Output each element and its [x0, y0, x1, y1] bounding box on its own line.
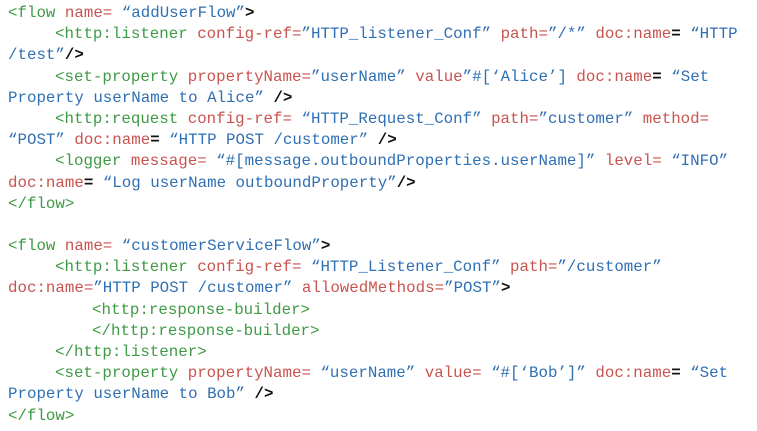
code-line: <http:listener config-ref= “HTTP_Listene… — [8, 257, 738, 278]
attribute-name: path= — [500, 25, 548, 44]
xml-tag: <http:response-builder> — [92, 300, 311, 319]
xml-tag: </http:listener> — [55, 343, 207, 361]
xml-tag: <logger — [55, 152, 131, 171]
code-line: </flow> — [8, 194, 738, 215]
attribute-value: /test” — [8, 46, 65, 65]
xml-tag: </flow> — [8, 194, 75, 213]
attribute-name: name= — [64, 237, 122, 256]
punctuation: = — [671, 364, 691, 383]
attribute-name: method= — [642, 109, 710, 128]
attribute-value: “addUserFlow” — [121, 4, 246, 22]
attribute-name: doc:name — [595, 364, 672, 383]
attribute-value: Property userName to Bob” — [8, 385, 255, 404]
punctuation: > — [500, 279, 511, 298]
punctuation: = — [150, 131, 170, 150]
code-line: <flow name= “customerServiceFlow”> — [8, 236, 738, 257]
attribute-value: Property userName to Alice” — [8, 88, 274, 107]
attribute-value: “Log userName outboundProperty” — [102, 173, 397, 192]
attribute-name: doc:name — [74, 131, 151, 150]
attribute-value: “HTTP_Listener_Conf” — [310, 258, 511, 277]
code-line: Property userName to Bob” /> — [8, 384, 738, 405]
attribute-value: “HTTP POST /customer” — [169, 131, 378, 150]
attribute-value: “customerServiceFlow” — [121, 237, 321, 256]
attribute-name: doc:name= — [8, 279, 94, 298]
attribute-value: “POST” — [8, 131, 75, 150]
code-line: doc:name=”HTTP POST /customer” allowedMe… — [8, 278, 738, 299]
attribute-name: doc:name — [576, 67, 653, 86]
attribute-name: allowedMethods= — [301, 279, 445, 298]
punctuation: > — [245, 4, 255, 22]
xml-tag: <http:request — [55, 109, 188, 128]
attribute-value: “HTTP — [690, 25, 738, 44]
code-line: Property userName to Alice” /> — [8, 88, 738, 109]
attribute-value: ”customer” — [538, 109, 643, 128]
xml-tag: <set-property — [55, 364, 188, 383]
punctuation: = — [652, 67, 672, 86]
attribute-value: “#[‘Bob’]” — [491, 364, 596, 383]
attribute-name: propertyName= — [187, 364, 321, 383]
attribute-value: “INFO” — [671, 152, 729, 171]
attribute-value: “HTTP_Request_Conf” — [301, 109, 492, 128]
code-line: <flow name= “addUserFlow”> — [8, 3, 738, 24]
code-line: </flow> — [8, 406, 738, 427]
xml-tag: <http:listener — [55, 25, 198, 44]
attribute-name: value — [415, 67, 463, 86]
punctuation: > — [320, 237, 331, 256]
attribute-name: config-ref= — [197, 25, 302, 44]
punctuation: /> — [273, 88, 293, 107]
attribute-value: ”#[‘Alice’] — [462, 67, 577, 86]
xml-tag: <set-property — [55, 67, 188, 86]
code-line: doc:name= “Log userName outboundProperty… — [8, 173, 738, 194]
attribute-name: level= — [604, 152, 672, 171]
punctuation: /> — [377, 131, 397, 150]
attribute-name: config-ref= — [187, 109, 302, 128]
attribute-name: path= — [491, 109, 539, 128]
punctuation: = — [671, 25, 691, 44]
punctuation: /> — [64, 46, 84, 65]
code-line — [8, 215, 738, 236]
punctuation: = — [83, 173, 103, 192]
punctuation: /> — [396, 173, 416, 192]
punctuation: /> — [254, 385, 274, 404]
attribute-value: “#[message.outboundProperties.userName]” — [216, 152, 605, 171]
xml-tag: <http:listener — [55, 258, 198, 277]
attribute-name: doc:name — [8, 173, 84, 192]
xml-tag: <flow — [8, 237, 65, 256]
attribute-value: ”HTTP_listener_Conf” — [301, 25, 501, 44]
attribute-name: config-ref= — [197, 258, 311, 277]
code-line: <logger message= “#[message.outboundProp… — [8, 151, 738, 172]
code-line: <http:request config-ref= “HTTP_Request_… — [8, 109, 738, 130]
code-line: “POST” doc:name= “HTTP POST /customer” /… — [8, 130, 738, 151]
attribute-name: name= — [64, 4, 122, 22]
attribute-name: doc:name — [595, 25, 672, 44]
attribute-value: ”POST” — [444, 279, 501, 298]
attribute-value: ”userName” — [310, 67, 416, 86]
attribute-name: message= — [130, 152, 217, 171]
code-line: <set-property propertyName= “userName” v… — [8, 363, 738, 384]
attribute-name: path= — [510, 258, 558, 277]
code-line: <http:listener config-ref=”HTTP_listener… — [8, 24, 738, 45]
code-line: </http:listener> — [8, 342, 738, 363]
code-line: <http:response-builder> — [8, 300, 738, 321]
attribute-value: “Set — [690, 364, 729, 383]
xml-code-block: <flow name= “addUserFlow”><http:listener… — [8, 3, 738, 427]
attribute-value: ”/*” — [547, 25, 596, 44]
attribute-name: value= — [424, 364, 492, 383]
code-line: </http:response-builder> — [8, 321, 738, 342]
attribute-name: propertyName= — [187, 67, 311, 86]
xml-tag: <flow — [8, 4, 65, 22]
xml-tag: </http:response-builder> — [92, 321, 320, 340]
xml-tag: </flow> — [8, 406, 75, 425]
attribute-value: “Set — [671, 67, 710, 86]
attribute-value: ”/customer” — [557, 258, 662, 277]
attribute-value: “userName” — [320, 364, 425, 383]
attribute-value: ”HTTP POST /customer” — [93, 279, 302, 298]
code-line: /test”/> — [8, 45, 738, 66]
code-line: <set-property propertyName=”userName” va… — [8, 67, 738, 88]
